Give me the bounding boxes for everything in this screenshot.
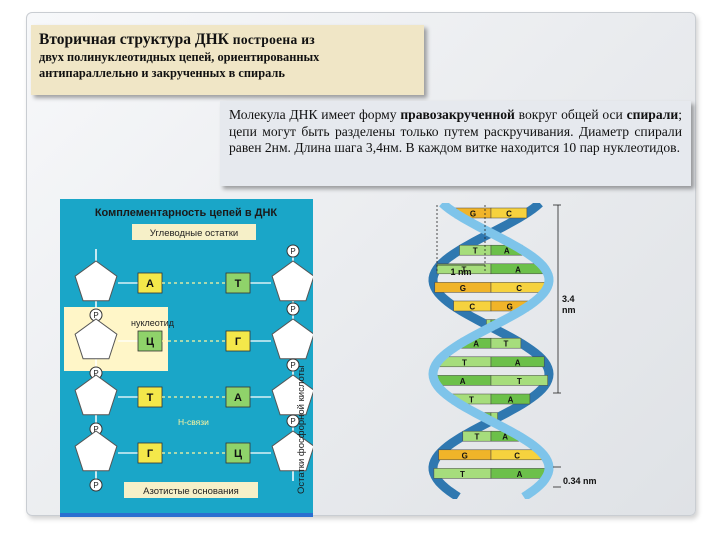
rung-left-letter-13: G [462,451,468,460]
fig1-bases-label: Азотистые основания [143,486,239,497]
rung-right-8 [490,356,545,368]
rung-right-7 [490,337,522,349]
sugar-left-0 [74,260,118,302]
base-right-letter-2: А [234,392,242,404]
desc-bold-1: правозакрученной [400,107,515,122]
rung-right-letter-10: A [508,396,514,405]
base-left-letter-0: А [146,278,154,290]
rung-right-9 [490,375,548,386]
strand-light [428,203,554,499]
phosphate-right-1-label: Р [290,305,295,314]
heading-box: Вторичная структура ДНК построена из дву… [31,25,424,95]
rung-right-letter-0: C [506,210,512,219]
rung-right-letter-13: C [514,451,520,460]
base-right-0 [225,272,251,294]
rung-right-letter-2: A [504,247,510,256]
rung-left-letter-0: G [470,210,476,219]
rung-left-letter-3: T [462,265,467,274]
desc-text-1: Молекула ДНК имеет форму [229,107,401,122]
sugar-left-1 [74,318,118,360]
base-left-letter-2: Т [147,392,154,404]
rung-left-letter-12: T [474,433,479,442]
rung-left-letter-4: G [460,284,466,293]
phosphate-right-1 [286,302,300,316]
sugar-right-0 [271,260,313,302]
fig1-pairs: Р Р А Т Р Р Ц Г Р Р Т А Р Р Г Ц [64,244,313,492]
phosphate-left-0-label: Р [93,311,98,320]
fig1-h-bond-label: Н-связи [178,417,209,427]
helix-back-strand [428,203,554,499]
heading-title-tail: построена из [232,32,316,47]
label-3-4-unit: nm [562,305,576,315]
base-right-3 [225,442,251,464]
fig1-side-label: Остатки фосфорной кислоты [296,365,307,494]
phosphate-right-2 [286,358,300,372]
rung-right-letter-5: G [507,303,513,312]
rung-left-letter-9: A [460,377,466,386]
base-right-letter-0: Т [235,278,242,290]
base-right-letter-3: Ц [234,448,242,460]
base-left-letter-1: Ц [146,336,154,348]
helix-front-strand [428,203,554,499]
desc-text-2: вокруг общей оси [514,107,627,122]
rung-right-letter-14: A [517,470,523,479]
fig1-bases-label-box [124,482,258,498]
phosphate-right-0-label: Р [290,247,295,256]
desc-text-3: ; цепи могут быть разделены только путем… [229,107,683,156]
rung-left-letter-5: C [469,303,475,312]
rung-left-letter-8: T [462,358,467,367]
heading-title: Вторичная структура ДНК [39,31,229,48]
phosphate-left-1-label: Р [93,369,98,378]
rung-right-letter-9: T [517,377,522,386]
label-1nm: 1 nm [450,267,471,277]
phosphate-left-3 [89,478,103,492]
fig1-bottom-bar [60,513,313,517]
rung-left-letter-2: T [473,247,478,256]
sugar-left-3 [74,430,118,472]
phosphate-right-2-label: Р [290,361,295,370]
rung-right-letter-3: A [515,265,521,274]
rung-right-0 [490,207,528,219]
base-right-1 [225,330,251,352]
sugar-left-2 [74,374,118,416]
strand-dark [428,203,554,499]
base-right-2 [225,386,251,408]
fig1-title: Комплементарность цепей в ДНК [95,207,278,219]
label-3-4: 3.4 [562,294,575,304]
base-right-letter-1: Г [235,336,242,348]
rung-right-letter-8: A [515,358,521,367]
sugar-right-3 [271,430,313,472]
heading-line-2: двух полинуклеотидных цепей, ориентирова… [39,50,320,64]
base-left-letter-3: Г [147,448,154,460]
phosphate-right-0 [286,244,300,258]
fig1-sugar-label: Углеводные остатки [150,228,238,239]
phosphate-left-2-label: Р [93,425,98,434]
rung-right-letter-12: A [502,433,508,442]
rung-left-letter-10: T [469,396,474,405]
label-0-34nm: 0.34 nm [563,476,597,486]
rung-right-letter-7: T [503,340,508,349]
heading-title-line: Вторичная структура ДНК построена из [39,31,416,49]
phosphate-right-3 [286,414,300,428]
heading-line-3: антипараллельно и закрученных в спираль [39,66,285,80]
fig1-sugar-label-box [132,224,256,240]
rung-left-letter-14: T [460,470,465,479]
rung-right-letter-4: C [516,284,522,293]
rung-left-letter-7: A [473,340,479,349]
description-box: Молекула ДНК имеет форму правозакрученно… [220,101,691,186]
phosphate-left-3-label: Р [93,481,98,490]
fig1-nucleotide-label: нуклеотид [131,318,175,328]
phosphate-right-3-label: Р [290,417,295,426]
desc-bold-2: спирали [626,107,679,122]
rung-right-10 [490,393,531,405]
